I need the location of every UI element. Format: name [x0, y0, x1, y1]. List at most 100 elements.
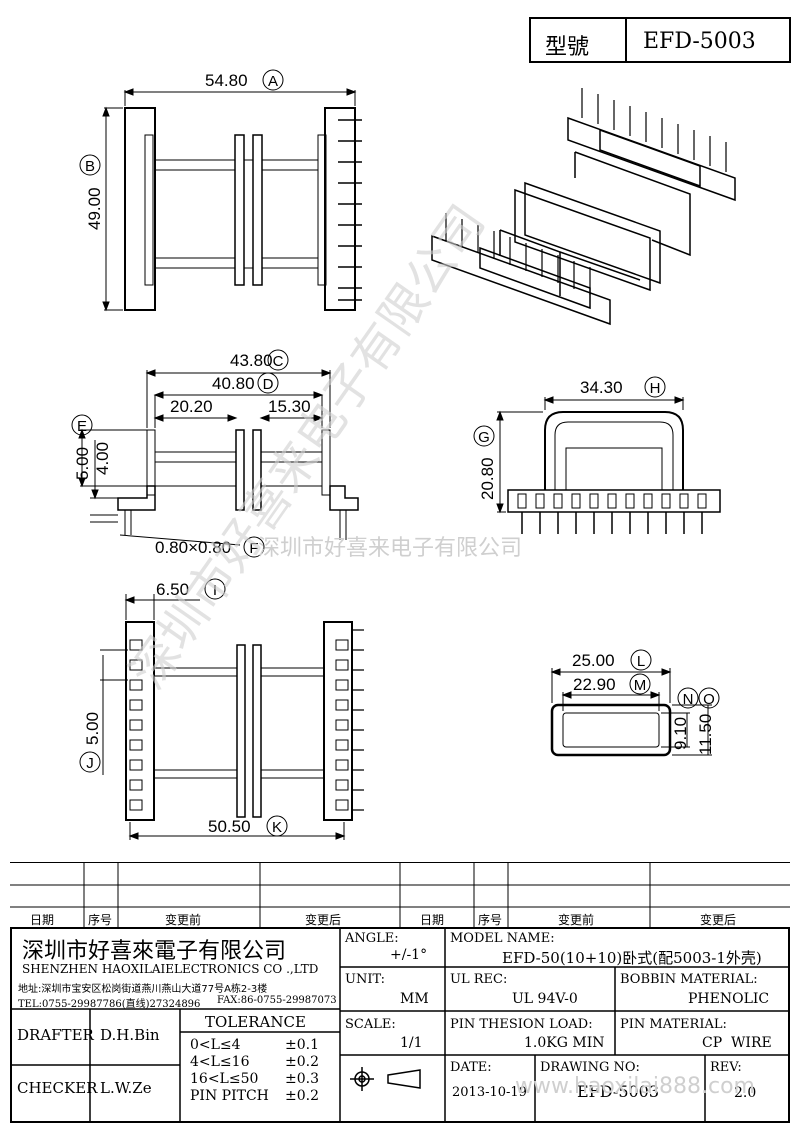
- title-block: 深圳市好喜來電子有限公司 SHENZHEN HAOXILAIELECTRONIC…: [10, 927, 790, 1123]
- rev-before-header-1: 变更前: [165, 913, 202, 927]
- dim-d2-value: 15.30: [268, 397, 311, 416]
- company-name-en: SHENZHEN HAOXILAIELECTRONICS CO .,LTD: [22, 962, 319, 976]
- svg-text:B: B: [85, 158, 95, 175]
- type-label: 型號: [545, 35, 590, 60]
- tolerance-value-2: ±0.2: [285, 1054, 319, 1070]
- bottom-view: [100, 594, 364, 840]
- scale-label: SCALE:: [345, 1017, 396, 1032]
- checker-name: L.W.Ze: [100, 1079, 152, 1097]
- label-G: G: [473, 425, 495, 447]
- bobbin-material-value: PHENOLIC: [688, 991, 770, 1007]
- rev-no-header-2: 序号: [478, 913, 503, 927]
- front-view: [102, 88, 362, 312]
- model-header: 型號 EFD-5003: [529, 17, 791, 63]
- dim-N-value: 9.10: [671, 717, 690, 750]
- pin-material-value: CP WIRE: [702, 1035, 772, 1051]
- angle-label: ANGLE:: [345, 931, 399, 946]
- svg-text:O: O: [703, 691, 715, 708]
- window-section: [550, 668, 712, 757]
- svg-text:L: L: [637, 653, 645, 670]
- svg-text:E: E: [77, 418, 87, 435]
- ul-rec-value: UL 94V-0: [512, 991, 578, 1007]
- company-address: 地址:深圳市宝安区松岗街道燕川燕山大道77号A栋2-3楼: [18, 984, 268, 995]
- company-tel: TEL:0755-29987786(直线)27324896: [18, 999, 201, 1010]
- dim-B-value: 49.00: [85, 187, 104, 230]
- unit-label: UNIT:: [345, 972, 386, 987]
- svg-text:K: K: [272, 819, 282, 836]
- company-name-cn: 深圳市好喜來電子有限公司: [22, 939, 287, 964]
- dim-E-value: 5.00: [73, 447, 92, 480]
- tolerance-range-2: 4<L≤16: [190, 1054, 250, 1070]
- end-view: [496, 396, 721, 534]
- svg-text:C: C: [273, 353, 284, 370]
- side-view: [78, 369, 359, 546]
- svg-text:J: J: [86, 755, 94, 772]
- drawing-no-value: EFD-5003: [577, 1082, 660, 1101]
- bobbin-material-label: BOBBIN MATERIAL:: [620, 972, 758, 987]
- dim-H-value: 34.30: [580, 378, 623, 397]
- svg-text:G: G: [478, 429, 490, 446]
- label-E: E: [71, 414, 93, 436]
- rev-after-header-1: 变更后: [305, 913, 342, 927]
- watermark-middle: 深圳市好喜来电子有限公司: [258, 536, 523, 561]
- dim-K-value: 50.50: [208, 817, 251, 836]
- checker-label: CHECKER: [17, 1079, 98, 1097]
- rev-after-header-2: 变更后: [700, 913, 737, 927]
- date-value: 2013-10-19: [452, 1085, 527, 1100]
- dim-F-value: 0.80×0.80: [155, 538, 231, 557]
- scale-value: 1/1: [400, 1035, 423, 1051]
- label-N: N: [677, 687, 699, 709]
- svg-text:N: N: [683, 691, 694, 708]
- label-B: B: [79, 154, 101, 176]
- dim-A-value: 54.80: [205, 71, 248, 90]
- model-name-value: EFD-50(10+10)卧式(配5003-1外壳): [502, 949, 762, 967]
- ul-rec-label: UL REC:: [450, 972, 508, 987]
- label-J: J: [79, 751, 101, 773]
- svg-text:D: D: [263, 376, 274, 393]
- dim-D-value: 40.80: [212, 374, 255, 393]
- rev-date-header-1: 日期: [30, 913, 55, 927]
- svg-text:M: M: [634, 677, 647, 694]
- pin-material-label: PIN MATERIAL:: [620, 1017, 727, 1032]
- label-F: F: [243, 536, 265, 558]
- rev-before-header-2: 变更前: [558, 913, 595, 927]
- label-H: H: [644, 376, 666, 398]
- label-L: L: [630, 649, 652, 671]
- isometric-view: [431, 88, 736, 326]
- label-I: I: [204, 578, 226, 600]
- rev-value: 2.0: [734, 1085, 757, 1101]
- label-D: D: [257, 372, 279, 394]
- rev-label: REV:: [710, 1060, 742, 1075]
- model-number: EFD-5003: [643, 29, 756, 54]
- label-O: O: [698, 687, 720, 709]
- watermark-url: www.haoxilai888.com: [515, 1074, 755, 1099]
- svg-text:I: I: [213, 582, 217, 599]
- model-name-label: MODEL NAME:: [450, 931, 555, 946]
- dim-O-value: 11.50: [696, 714, 715, 755]
- revision-table: 日期 序号 变更前 变更后 日期 序号 变更前 变更后: [10, 862, 790, 928]
- dim-C-value: 43.80: [230, 351, 273, 370]
- tolerance-range-3: 16<L≤50: [190, 1071, 259, 1087]
- rev-no-header-1: 序号: [88, 913, 113, 927]
- svg-text:H: H: [650, 380, 661, 397]
- dim-I-value: 6.50: [156, 580, 189, 599]
- dim-L-value: 25.00: [572, 651, 615, 670]
- dim-M-value: 22.90: [573, 675, 616, 694]
- dim-G-value: 20.80: [478, 457, 497, 500]
- drafter-label: DRAFTER: [17, 1026, 94, 1044]
- tolerance-value-3: ±0.3: [285, 1071, 319, 1087]
- svg-text:F: F: [249, 540, 258, 557]
- tolerance-range-1: 0<L≤4: [190, 1037, 241, 1053]
- technical-drawing: 54.80 43.80 40.80 20.20 15.30 0.80×0.80 …: [71, 69, 736, 840]
- label-A: A: [262, 69, 284, 91]
- label-K: K: [266, 815, 288, 837]
- company-fax: FAX:86-0755-29987073: [217, 995, 337, 1006]
- pin-load-value: 1.0KG MIN: [524, 1035, 605, 1051]
- label-C: C: [267, 349, 289, 371]
- tolerance-value-4: ±0.2: [285, 1088, 319, 1104]
- dim-e2-value: 4.00: [93, 442, 112, 475]
- date-label: DATE:: [450, 1060, 492, 1075]
- drafter-name: D.H.Bin: [100, 1026, 160, 1044]
- svg-text:A: A: [268, 73, 278, 90]
- angle-value: +/-1°: [390, 947, 428, 963]
